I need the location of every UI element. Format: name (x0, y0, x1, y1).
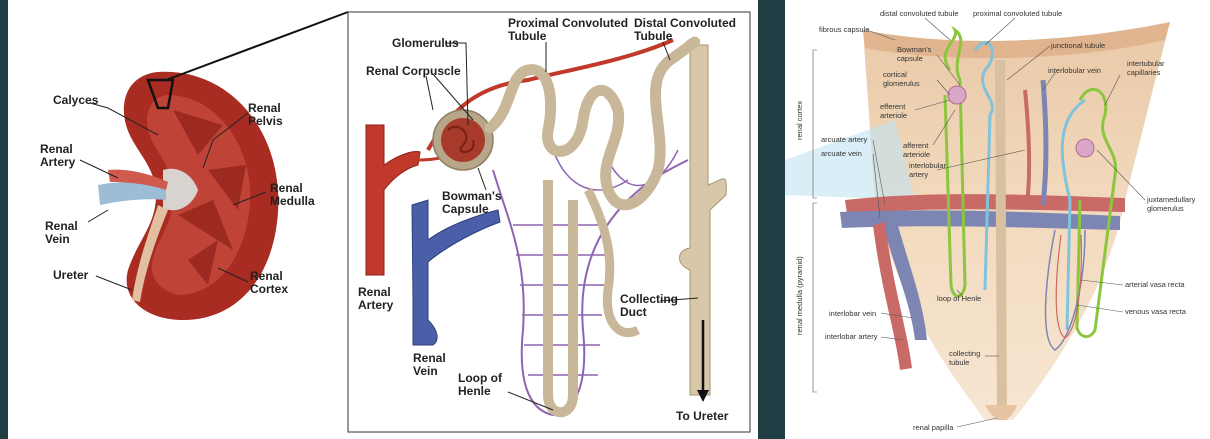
leader-afferent-arteriole (932, 109, 956, 146)
leader-junctional-tubule (1006, 45, 1051, 81)
leader-juxtamedullary-glomerulus (1096, 149, 1146, 201)
leader-calyces (89, 102, 159, 136)
label-interlobar-vein: interlobar vein (829, 309, 876, 318)
label-calyces: Calyces (53, 93, 99, 107)
leader-bowmans-capsule-r (936, 54, 961, 86)
leader-arcuate-vein (872, 153, 881, 219)
leader-proximal-tubule-r (984, 17, 1016, 46)
leader-loop-of-henle-r (956, 289, 964, 298)
label-to-ureter: To Ureter (676, 409, 729, 423)
leader-renal-corpuscle-b (425, 75, 434, 111)
kidney-illustration (98, 71, 279, 320)
bracket-renal-medulla (812, 202, 817, 393)
leader-venous-vasa-recta (1076, 304, 1124, 313)
leader-interlobar-artery (880, 336, 904, 341)
leader-distal-tubule-r (924, 17, 951, 41)
leader-cortical-glomerulus (936, 79, 951, 96)
leader-distal-tubule (662, 41, 671, 61)
leader-renal-artery (79, 159, 119, 179)
label-renal-papilla: renal papilla (913, 423, 954, 432)
label-renal-medulla-region: renal medulla (pyramid) (795, 256, 804, 335)
leader-renal-vein (87, 209, 109, 223)
leader-efferent-arteriole (914, 99, 951, 111)
label-proximal-convoluted-tubule-r: proximal convoluted tubule (973, 9, 1062, 18)
label-arcuate-artery: arcuate artery (821, 135, 868, 144)
zoom-line-top (165, 11, 349, 81)
label-junctional-tubule: junctional tubule (1050, 41, 1105, 50)
label-glomerulus: Glomerulus (392, 36, 459, 50)
leader-ureter (95, 275, 133, 291)
leader-interlobular-vein (1042, 72, 1056, 91)
label-interlobar-artery: interlobar artery (825, 332, 878, 341)
leader-renal-papilla (956, 417, 998, 428)
leader-loop-of-henle (507, 391, 554, 411)
bracket-renal-cortex (812, 49, 817, 199)
leader-interlobar-vein (880, 312, 914, 319)
label-renal-corpuscle: Renal Corpuscle (366, 64, 461, 78)
label-distal-convoluted-tubule-r: distal convoluted tubule (880, 9, 958, 18)
label-arcuate-vein: arcuate vein (821, 149, 862, 158)
leader-intertubular-capillaries (1104, 74, 1121, 106)
label-ureter: Ureter (53, 268, 89, 282)
right-diagram: renal cortex renal medulla (pyramid) fib… (785, 9, 1196, 432)
leader-renal-pelvis (202, 112, 249, 169)
leader-bowmans-capsule (477, 167, 487, 191)
label-arterial-vasa-recta: arterial vasa recta (1125, 280, 1185, 289)
leader-fibrous-capsule (866, 29, 896, 41)
right-panel: renal cortex renal medulla (pyramid) fib… (785, 0, 1210, 439)
leader-collecting-duct (659, 297, 699, 302)
leader-renal-medulla (232, 191, 267, 206)
leader-renal-corpuscle-a (432, 73, 474, 121)
label-venous-vasa-recta: venous vasa recta (1125, 307, 1187, 316)
leader-arcuate-artery (872, 139, 886, 206)
label-renal-cortex-region: renal cortex (795, 101, 804, 140)
nephron-illustration (365, 36, 727, 418)
label-loop-of-henle-r: loop of Henle (937, 294, 981, 303)
leader-glomerulus (445, 42, 469, 126)
leader-renal-cortex (217, 267, 249, 283)
leader-interlobular-artery (936, 149, 1026, 171)
renal-lobe-illustration (785, 22, 1170, 420)
label-interlobular-vein: interlobular vein (1048, 66, 1101, 75)
label-fibrous-capsule: fibrous capsule (819, 25, 869, 34)
leader-arterial-vasa-recta (1080, 279, 1124, 286)
